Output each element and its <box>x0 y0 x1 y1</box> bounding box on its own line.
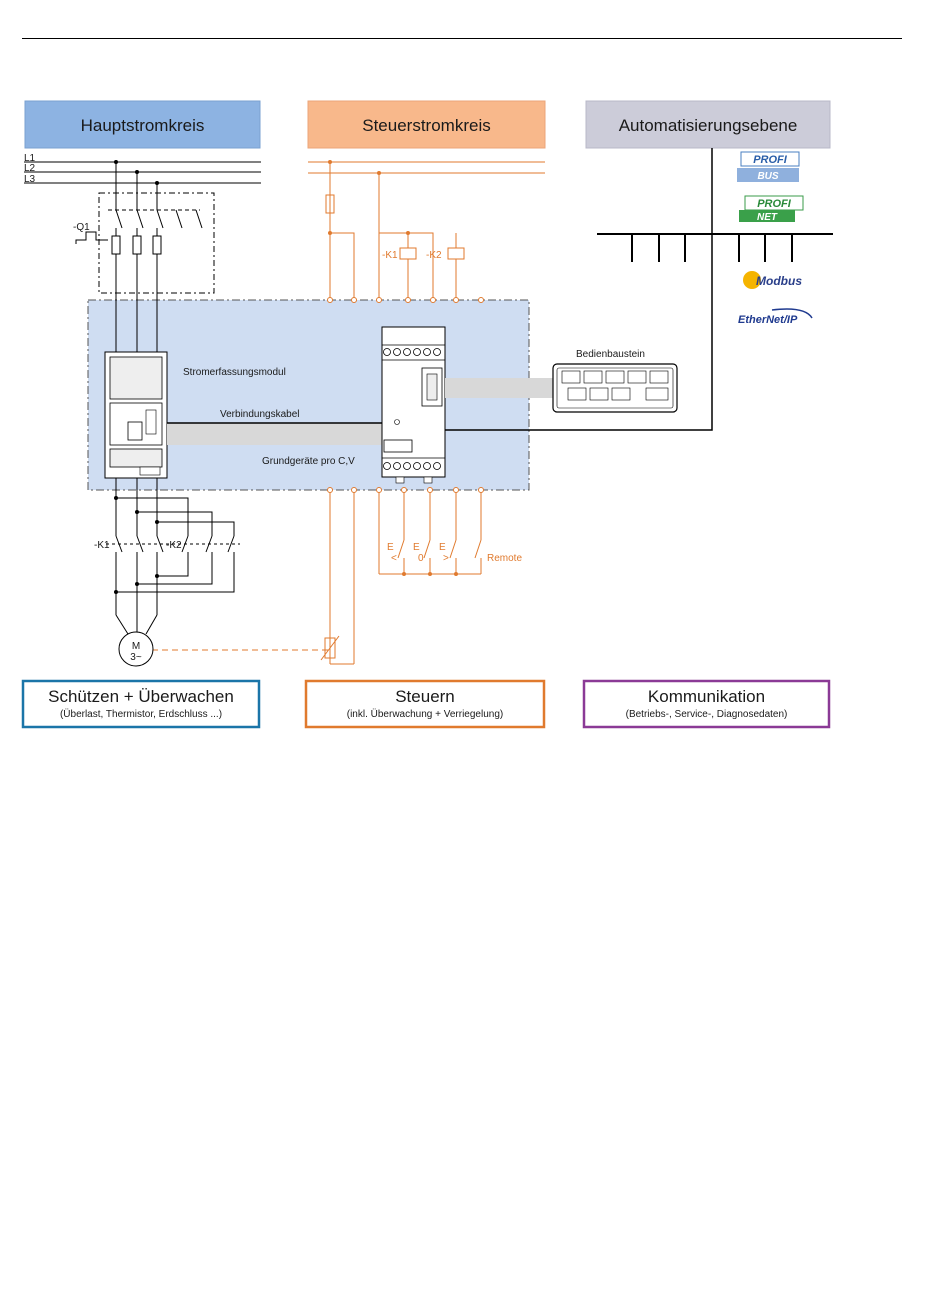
connection-cable-band <box>167 423 382 445</box>
phase-label-l2: L2 <box>24 163 36 174</box>
header-automation-level: Automatisierungsebene <box>585 100 831 149</box>
operator-panel <box>552 363 678 413</box>
svg-text:PROFI: PROFI <box>753 154 788 166</box>
footer-communication-title: Kommunikation <box>648 687 765 706</box>
control-wiring <box>152 161 545 665</box>
control-junctions <box>328 160 458 576</box>
panel-cable-band <box>445 378 553 398</box>
footer-protect-sub: (Überlast, Thermistor, Erdschluss ...) <box>60 708 222 720</box>
label-btn-e2: E <box>413 542 420 553</box>
profibus-logo: PROFI BUS <box>737 151 800 182</box>
power-wiring <box>106 300 240 635</box>
label-q1: -Q1 <box>73 222 90 233</box>
footer-communication-sub: (Betriebs-, Service-, Diagnosedaten) <box>626 709 788 720</box>
footer-control: Steuern (inkl. Überwachung + Verriegelun… <box>304 679 546 729</box>
label-k1-coil: -K1 <box>382 250 398 261</box>
label-basic-units: Grundgeräte pro C,V <box>262 456 355 467</box>
ethernet-ip-logo: EtherNet/IP <box>738 308 813 326</box>
breaker-q1 <box>75 162 215 300</box>
power-junctions <box>114 496 159 594</box>
footer-control-sub: (inkl. Überwachung + Verriegelung) <box>347 708 503 720</box>
phase-label-l1: L1 <box>24 153 36 164</box>
header-control-circuit: Steuerstromkreis <box>307 100 546 149</box>
svg-text:Modbus: Modbus <box>756 274 802 288</box>
profinet-logo: PROFI NET <box>739 195 804 223</box>
fieldbus-network <box>597 233 833 262</box>
header-main-circuit: Hauptstromkreis <box>24 100 261 149</box>
label-btn-zero: 0 <box>418 553 424 564</box>
label-btn-e1: E <box>387 542 394 553</box>
footer-control-title: Steuern <box>395 687 455 706</box>
label-connection-cable: Verbindungskabel <box>220 409 300 420</box>
motor-sub-label: 3~ <box>130 652 142 663</box>
modbus-logo: Modbus <box>743 271 802 289</box>
svg-text:NET: NET <box>757 212 778 223</box>
svg-text:BUS: BUS <box>757 171 778 182</box>
fieldbus-cable <box>445 148 713 431</box>
top-rule <box>22 38 902 39</box>
phase-label-l3: L3 <box>24 174 36 185</box>
device-terminals <box>327 297 484 493</box>
label-btn-left: < <box>391 553 397 564</box>
footer-protect: Schützen + Überwachen (Überlast, Thermis… <box>21 679 261 729</box>
motor: M 3~ <box>118 631 154 667</box>
label-remote: Remote <box>487 553 522 564</box>
label-current-module: Stromerfassungsmodul <box>183 367 286 378</box>
header-main-circuit-label: Hauptstromkreis <box>81 116 205 135</box>
svg-text:PROFI: PROFI <box>757 198 792 210</box>
label-btn-e3: E <box>439 542 446 553</box>
phase-lines <box>24 161 261 184</box>
header-control-circuit-label: Steuerstromkreis <box>362 116 490 135</box>
footer-protect-title: Schützen + Überwachen <box>48 687 234 706</box>
svg-text:EtherNet/IP: EtherNet/IP <box>738 314 798 326</box>
footer-communication: Kommunikation (Betriebs-, Service-, Diag… <box>582 679 831 729</box>
motor-label: M <box>132 641 140 652</box>
label-btn-right: > <box>443 553 449 564</box>
header-automation-level-label: Automatisierungsebene <box>619 116 798 135</box>
current-module <box>104 351 168 479</box>
label-k1-main: -K1 <box>94 540 110 551</box>
label-k2-main: -K2 <box>166 540 182 551</box>
label-k2-coil: -K2 <box>426 250 442 261</box>
basic-device <box>381 326 446 484</box>
label-operator-panel: Bedienbaustein <box>576 349 645 360</box>
